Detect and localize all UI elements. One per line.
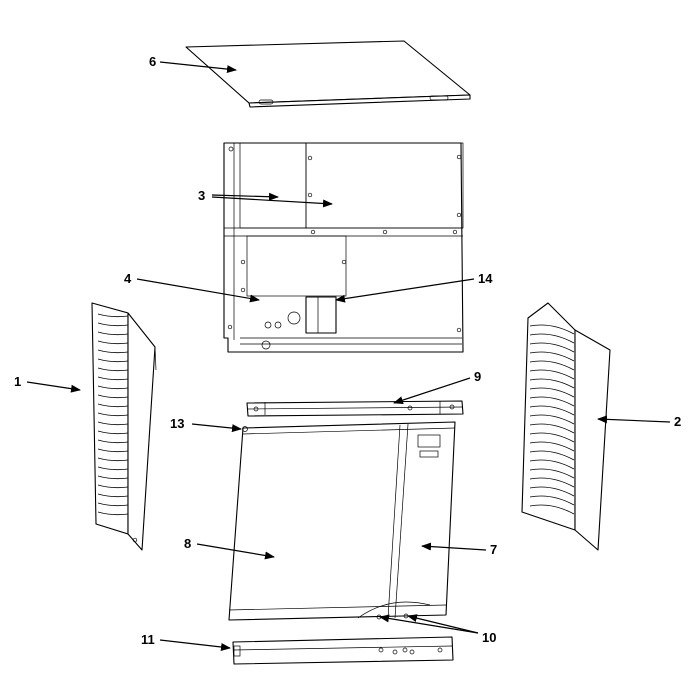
callout-13: 13 <box>170 416 184 431</box>
leader-8 <box>196 543 275 560</box>
leader-6 <box>159 61 237 74</box>
leader-10a <box>379 614 479 634</box>
leader-2 <box>597 415 671 424</box>
callout-14: 14 <box>478 271 493 286</box>
callout-8: 8 <box>184 536 191 551</box>
leader-11 <box>159 639 231 651</box>
leader-7 <box>421 542 487 551</box>
callout-7: 7 <box>490 542 497 557</box>
callout-2: 2 <box>674 414 681 429</box>
callout-11: 11 <box>141 632 155 647</box>
terminal-box <box>305 296 337 334</box>
leader-9 <box>393 377 471 404</box>
callout-9: 9 <box>474 369 481 384</box>
leader-10b <box>407 614 479 634</box>
leader-lines <box>26 61 671 651</box>
callout-1: 1 <box>14 374 21 389</box>
left-panel-louvers <box>97 313 129 516</box>
top-cover-panel <box>185 40 471 108</box>
left-side-panel <box>91 302 157 551</box>
callout-labels: 6 3 4 14 1 2 9 13 8 7 10 11 <box>14 54 681 647</box>
right-panel-louvers <box>529 324 575 515</box>
leader-4 <box>136 278 260 303</box>
leader-3b <box>211 196 333 208</box>
leader-1 <box>26 381 81 393</box>
leader-14 <box>335 278 475 303</box>
callout-4: 4 <box>124 271 132 286</box>
right-side-panel <box>521 302 611 551</box>
leader-3a <box>211 192 279 201</box>
upper-trim-bar <box>246 400 464 417</box>
screw-13 <box>242 426 248 432</box>
callout-3: 3 <box>198 188 205 203</box>
callout-6: 6 <box>149 54 156 69</box>
callout-10: 10 <box>482 630 496 645</box>
leader-13 <box>191 423 242 433</box>
lower-trim-bar <box>232 636 454 665</box>
cabinet-body-panel <box>223 142 464 353</box>
front-panel <box>228 421 456 621</box>
